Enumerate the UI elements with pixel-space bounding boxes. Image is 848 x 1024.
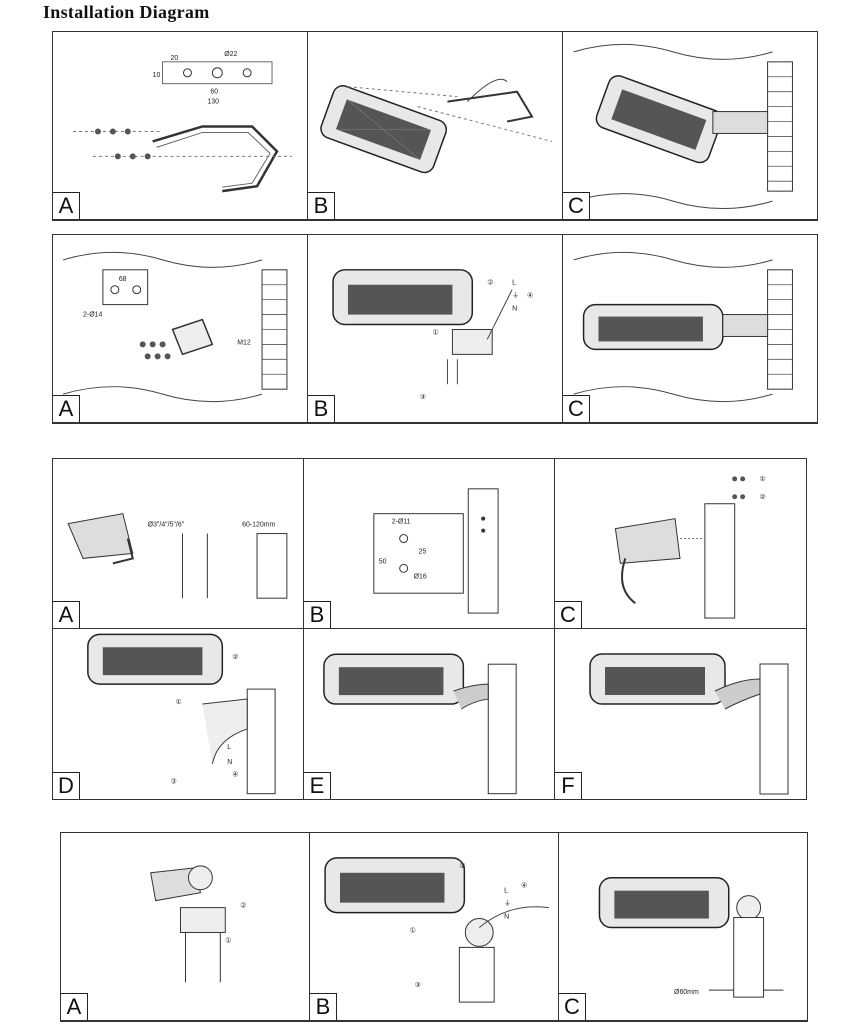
- dim-label: Ø60mm: [674, 989, 699, 996]
- step-panel-3a: Ø3"/4"/5"/6" 60-120mm A: [53, 459, 304, 629]
- step-number: ④: [521, 882, 527, 890]
- step-panel-2a: 68 2-Ø14 M12 A: [53, 235, 308, 423]
- step-panel-3b: 2-Ø11 Ø16 25 50 B: [304, 459, 555, 629]
- step-number: ②: [232, 653, 238, 661]
- step-label: B: [310, 993, 337, 1020]
- step-label: A: [53, 601, 80, 628]
- step-number: ②: [459, 862, 465, 870]
- step-panel-4c: Ø60mm C: [559, 833, 807, 1021]
- step-number: ②: [240, 902, 246, 910]
- wire-label-L: L: [504, 888, 508, 895]
- step-panel-4a: ② ① A: [61, 833, 310, 1021]
- installation-group-2: 68 2-Ø14 M12 A L ⏚ N ② ④ ① ③ B: [52, 234, 818, 424]
- dim-label: 10: [153, 72, 161, 79]
- dim-label: 60-120mm: [242, 522, 275, 529]
- step-panel-1a: 20 Ø22 60 130 10 A: [53, 32, 308, 220]
- step-panel-3f: F: [555, 629, 806, 799]
- wire-label-L: L: [227, 744, 231, 751]
- wire-label-N: N: [227, 759, 232, 766]
- step-label: E: [304, 772, 331, 799]
- step-number: ③: [415, 981, 421, 989]
- step-label: B: [308, 192, 335, 219]
- dim-label: 60: [210, 89, 218, 96]
- step-number: ③: [420, 393, 426, 401]
- step-label: C: [563, 192, 590, 219]
- dim-label: 20: [171, 55, 179, 62]
- step-number: ①: [225, 936, 231, 944]
- step-panel-3e: E: [304, 629, 555, 799]
- step-panel-1b: B: [308, 32, 563, 220]
- wire-label-N: N: [512, 306, 517, 313]
- installation-group-3: Ø3"/4"/5"/6" 60-120mm A 2-Ø11 Ø16 25 50 …: [52, 458, 807, 800]
- step-number: ①: [433, 328, 439, 336]
- step-label: A: [61, 993, 88, 1020]
- step-label: C: [559, 993, 586, 1020]
- step-label: A: [53, 192, 80, 219]
- step-number: ①: [176, 698, 182, 706]
- wire-label-earth: ⏚: [504, 900, 511, 908]
- step-label: F: [555, 772, 582, 799]
- step-label: B: [304, 601, 331, 628]
- wire-label-earth: ⏚: [512, 292, 519, 300]
- step-number: ③: [171, 778, 177, 786]
- dim-label: M12: [237, 339, 251, 346]
- step-label: C: [563, 395, 590, 422]
- step-label: A: [53, 395, 80, 422]
- dim-label: 2-Ø14: [83, 312, 102, 319]
- step-number: ④: [527, 292, 533, 300]
- dim-label: Ø3"/4"/5"/6": [148, 522, 185, 529]
- step-number: ②: [760, 493, 766, 501]
- step-number: ④: [232, 771, 238, 779]
- wire-label-N: N: [504, 914, 509, 921]
- step-label: D: [53, 772, 80, 799]
- step-panel-3d: ② ① L N ④ ③ D: [53, 629, 304, 799]
- installation-group-1: 20 Ø22 60 130 10 A B: [52, 31, 818, 221]
- step-number: ①: [760, 475, 766, 483]
- step-panel-2c: C: [563, 235, 817, 423]
- dim-label: Ø22: [224, 51, 237, 58]
- wire-label-L: L: [512, 280, 516, 287]
- dim-label: 130: [207, 99, 219, 106]
- step-number: ①: [410, 926, 416, 934]
- installation-group-4: ② ① A ② L ⏚ N ④ ① ③ B Ø60mm: [60, 832, 808, 1022]
- step-label: C: [555, 601, 582, 628]
- dim-label: 50: [379, 558, 387, 565]
- step-panel-4b: ② L ⏚ N ④ ① ③ B: [310, 833, 559, 1021]
- dim-label: Ø16: [414, 573, 427, 580]
- dim-label: 25: [419, 548, 427, 555]
- step-panel-2b: L ⏚ N ② ④ ① ③ B: [308, 235, 563, 423]
- dim-label: 2-Ø11: [392, 519, 411, 526]
- step-number: ②: [487, 279, 493, 287]
- page-title: Installation Diagram: [43, 2, 210, 22]
- dim-label: 68: [119, 276, 127, 283]
- step-panel-1c: C: [563, 32, 817, 220]
- step-panel-3c: ① ② C: [555, 459, 806, 629]
- step-label: B: [308, 395, 335, 422]
